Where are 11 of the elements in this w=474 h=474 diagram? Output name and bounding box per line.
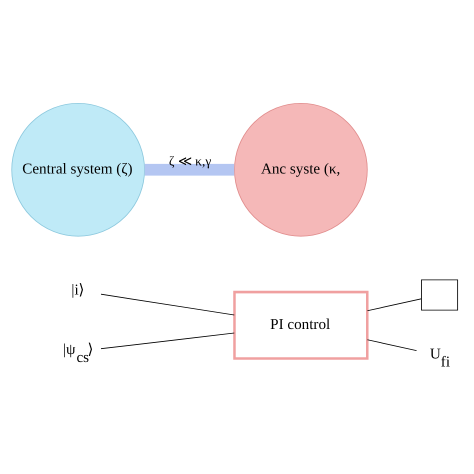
- connector: [144, 164, 234, 176]
- node-circle: Anc syste (κ,: [234, 102, 368, 237]
- connector: [367, 298, 422, 312]
- node-circle: Central system (ζ): [11, 102, 145, 237]
- connector: [100, 332, 235, 350]
- connector: [367, 339, 417, 352]
- node-text: |i⟩: [71, 282, 85, 298]
- connector: [100, 294, 235, 316]
- node-box: [421, 279, 458, 311]
- edge-label: ζ ≪ κ,γ: [168, 153, 212, 168]
- node-box: PI control: [233, 290, 369, 360]
